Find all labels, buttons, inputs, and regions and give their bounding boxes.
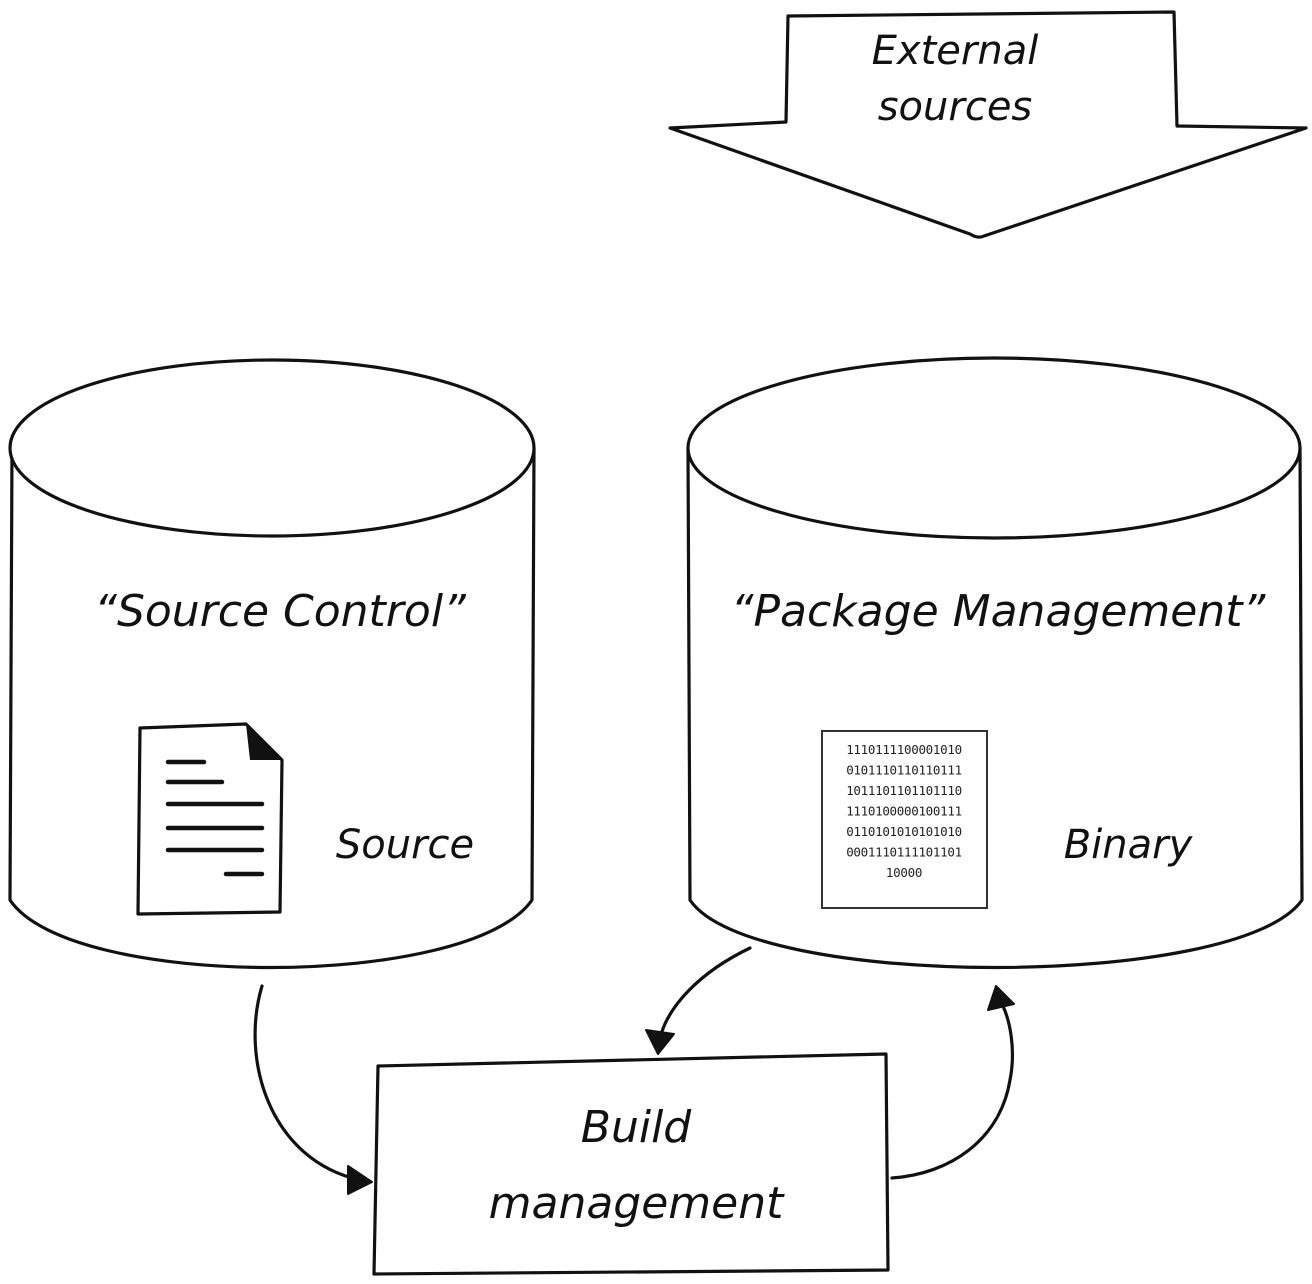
source-control-cylinder: “Source Control” Source <box>8 358 536 969</box>
package-management-title: “Package Management” <box>731 586 1267 637</box>
binary-line: 1110111100001010 <box>846 742 962 757</box>
build-management-line2: management <box>489 1178 785 1229</box>
binary-line: 0101110110110111 <box>846 763 962 778</box>
binary-label: Binary <box>1064 822 1194 868</box>
binary-line: 0110101010101010 <box>846 824 962 839</box>
external-sources-line1: External <box>872 28 1039 74</box>
source-control-title: “Source Control” <box>94 586 467 637</box>
external-sources-line2: sources <box>878 84 1033 130</box>
arrow-source-to-build <box>253 984 373 1195</box>
binary-lines: 1110111100001010 0101110110110111 10111011… <box>846 742 962 880</box>
binary-line: 0001110111101101 <box>846 845 962 860</box>
external-sources-arrow: External sources <box>668 10 1308 239</box>
arrow-package-to-build <box>645 946 752 1055</box>
binary-line: 1011101101101110 <box>846 783 962 798</box>
document-icon <box>136 722 284 916</box>
binary-line: 10000 <box>886 865 922 880</box>
source-label: Source <box>336 822 474 868</box>
binary-line: 1110100000100111 <box>846 804 962 819</box>
build-management-line1: Build <box>581 1102 693 1153</box>
binary-file-icon: 1110111100001010 0101110110110111 10111011… <box>821 730 988 909</box>
build-management-box: Build management <box>372 1052 890 1276</box>
package-management-cylinder: “Package Management” 1110111100001010 010… <box>686 356 1304 970</box>
arrow-build-to-package <box>890 985 1015 1180</box>
